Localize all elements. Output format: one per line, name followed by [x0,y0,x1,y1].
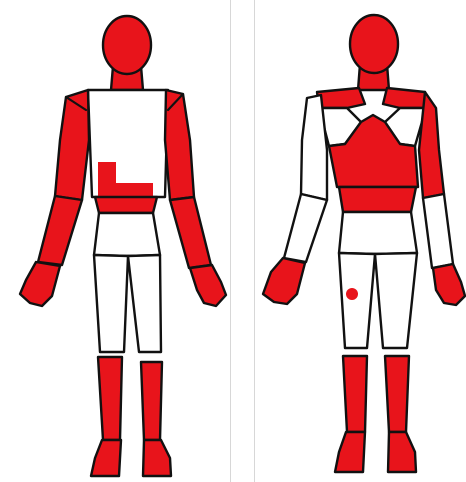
back-left-thigh [339,253,375,348]
back-right-foot [388,432,416,472]
back-left-foot [335,432,365,472]
front-pelvis [94,213,160,256]
back-left-calf [343,356,367,432]
back-pelvis [339,212,417,254]
front-waist-band [95,197,157,213]
front-left-hand [190,265,226,306]
front-head [103,16,151,74]
front-left-forearm [170,197,211,268]
front-view-panel [0,0,231,482]
front-right-thigh [94,255,128,352]
front-left-upper-arm [165,90,194,200]
front-right-shin [98,357,122,440]
back-lower-back [339,187,416,212]
back-view-panel [254,0,466,482]
front-right-upper-arm [55,90,89,200]
back-upper-back-left [317,88,365,108]
back-upper-back-right [383,88,426,108]
back-right-hand [433,264,465,305]
front-right-hand [20,262,60,306]
front-left-shin [141,362,162,440]
back-right-thigh [375,253,417,348]
back-right-calf [385,356,409,432]
back-left-upper-arm [301,95,327,200]
back-body-figure [255,0,466,482]
back-left-hand [263,258,305,304]
front-right-forearm [38,196,82,265]
front-left-foot [143,440,171,476]
front-right-foot [91,440,121,476]
front-body-figure [0,0,231,482]
back-right-forearm [423,194,453,268]
back-head [350,15,398,73]
back-thigh-spot [346,288,358,300]
front-left-thigh [128,255,161,352]
back-right-upper-arm [419,92,444,198]
back-left-forearm [284,194,327,262]
